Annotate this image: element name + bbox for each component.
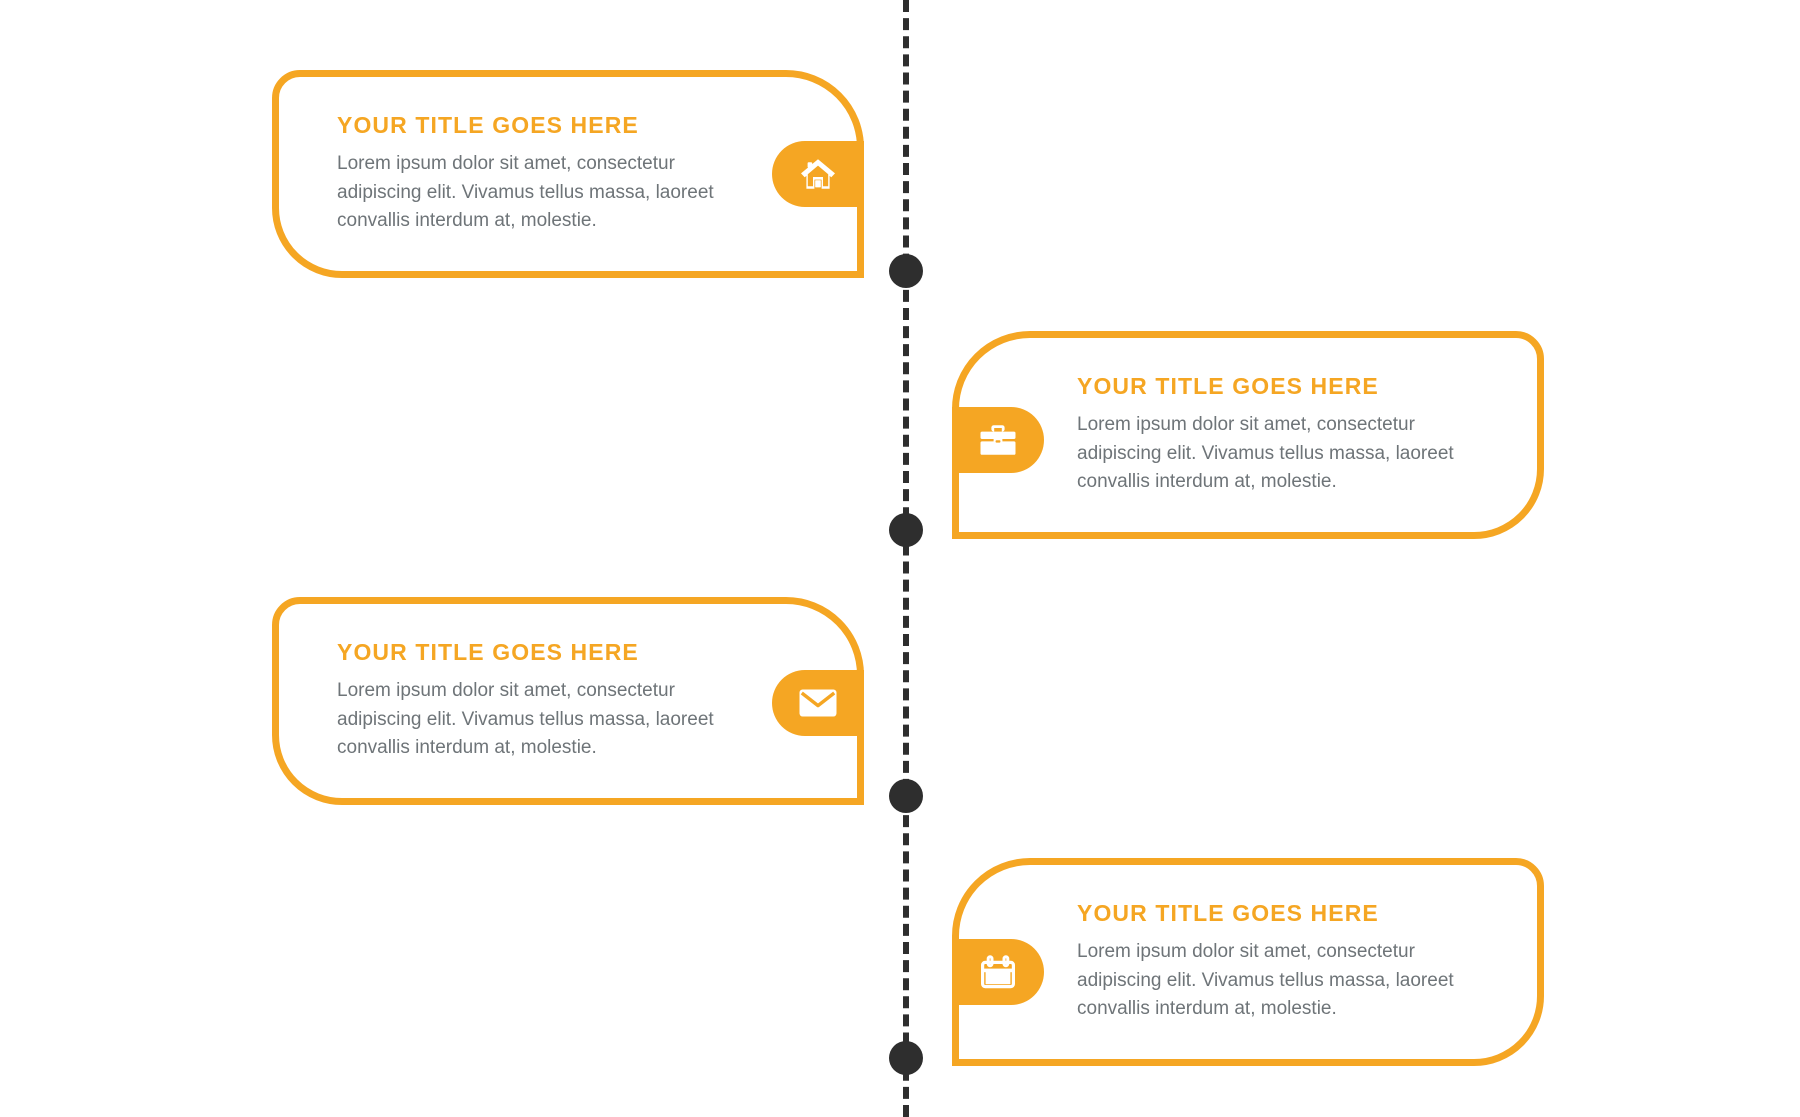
timeline-marker-1 xyxy=(889,254,923,288)
timeline-axis xyxy=(889,0,923,1117)
timeline-card-1-body: YOUR TITLE GOES HERE Lorem ipsum dolor s… xyxy=(337,77,749,271)
timeline-marker-3 xyxy=(889,779,923,813)
timeline-card-3-text: Lorem ipsum dolor sit amet, consectetur … xyxy=(337,679,714,759)
timeline-card-4-text: Lorem ipsum dolor sit amet, consectetur … xyxy=(1077,940,1454,1020)
timeline-card-3-title: YOUR TITLE GOES HERE xyxy=(337,638,639,665)
briefcase-icon-badge[interactable] xyxy=(952,407,1044,473)
timeline-card-2[interactable]: YOUR TITLE GOES HERE Lorem ipsum dolor s… xyxy=(952,331,1544,539)
calendar-icon xyxy=(980,955,1015,989)
timeline-card-2-text: Lorem ipsum dolor sit amet, consectetur … xyxy=(1077,413,1454,493)
home-icon xyxy=(801,159,835,189)
timeline-card-4-body: YOUR TITLE GOES HERE Lorem ipsum dolor s… xyxy=(1077,865,1489,1059)
home-icon-badge[interactable] xyxy=(772,141,864,207)
timeline-dashed-line xyxy=(903,0,909,1117)
timeline-card-2-title: YOUR TITLE GOES HERE xyxy=(1077,372,1379,399)
calendar-icon-badge[interactable] xyxy=(952,939,1044,1005)
envelope-icon-badge[interactable] xyxy=(772,670,864,736)
timeline-card-2-body: YOUR TITLE GOES HERE Lorem ipsum dolor s… xyxy=(1077,338,1489,532)
timeline-card-4[interactable]: YOUR TITLE GOES HERE Lorem ipsum dolor s… xyxy=(952,858,1544,1066)
timeline-card-1-title: YOUR TITLE GOES HERE xyxy=(337,111,639,138)
timeline-card-3-body: YOUR TITLE GOES HERE Lorem ipsum dolor s… xyxy=(337,604,749,798)
envelope-icon xyxy=(799,689,837,717)
timeline-marker-4 xyxy=(889,1041,923,1075)
timeline-card-3[interactable]: YOUR TITLE GOES HERE Lorem ipsum dolor s… xyxy=(272,597,864,805)
timeline-card-4-title: YOUR TITLE GOES HERE xyxy=(1077,899,1379,926)
timeline-marker-2 xyxy=(889,513,923,547)
briefcase-icon xyxy=(980,425,1016,455)
timeline-card-1[interactable]: YOUR TITLE GOES HERE Lorem ipsum dolor s… xyxy=(272,70,864,278)
timeline-card-1-text: Lorem ipsum dolor sit amet, consectetur … xyxy=(337,152,714,232)
